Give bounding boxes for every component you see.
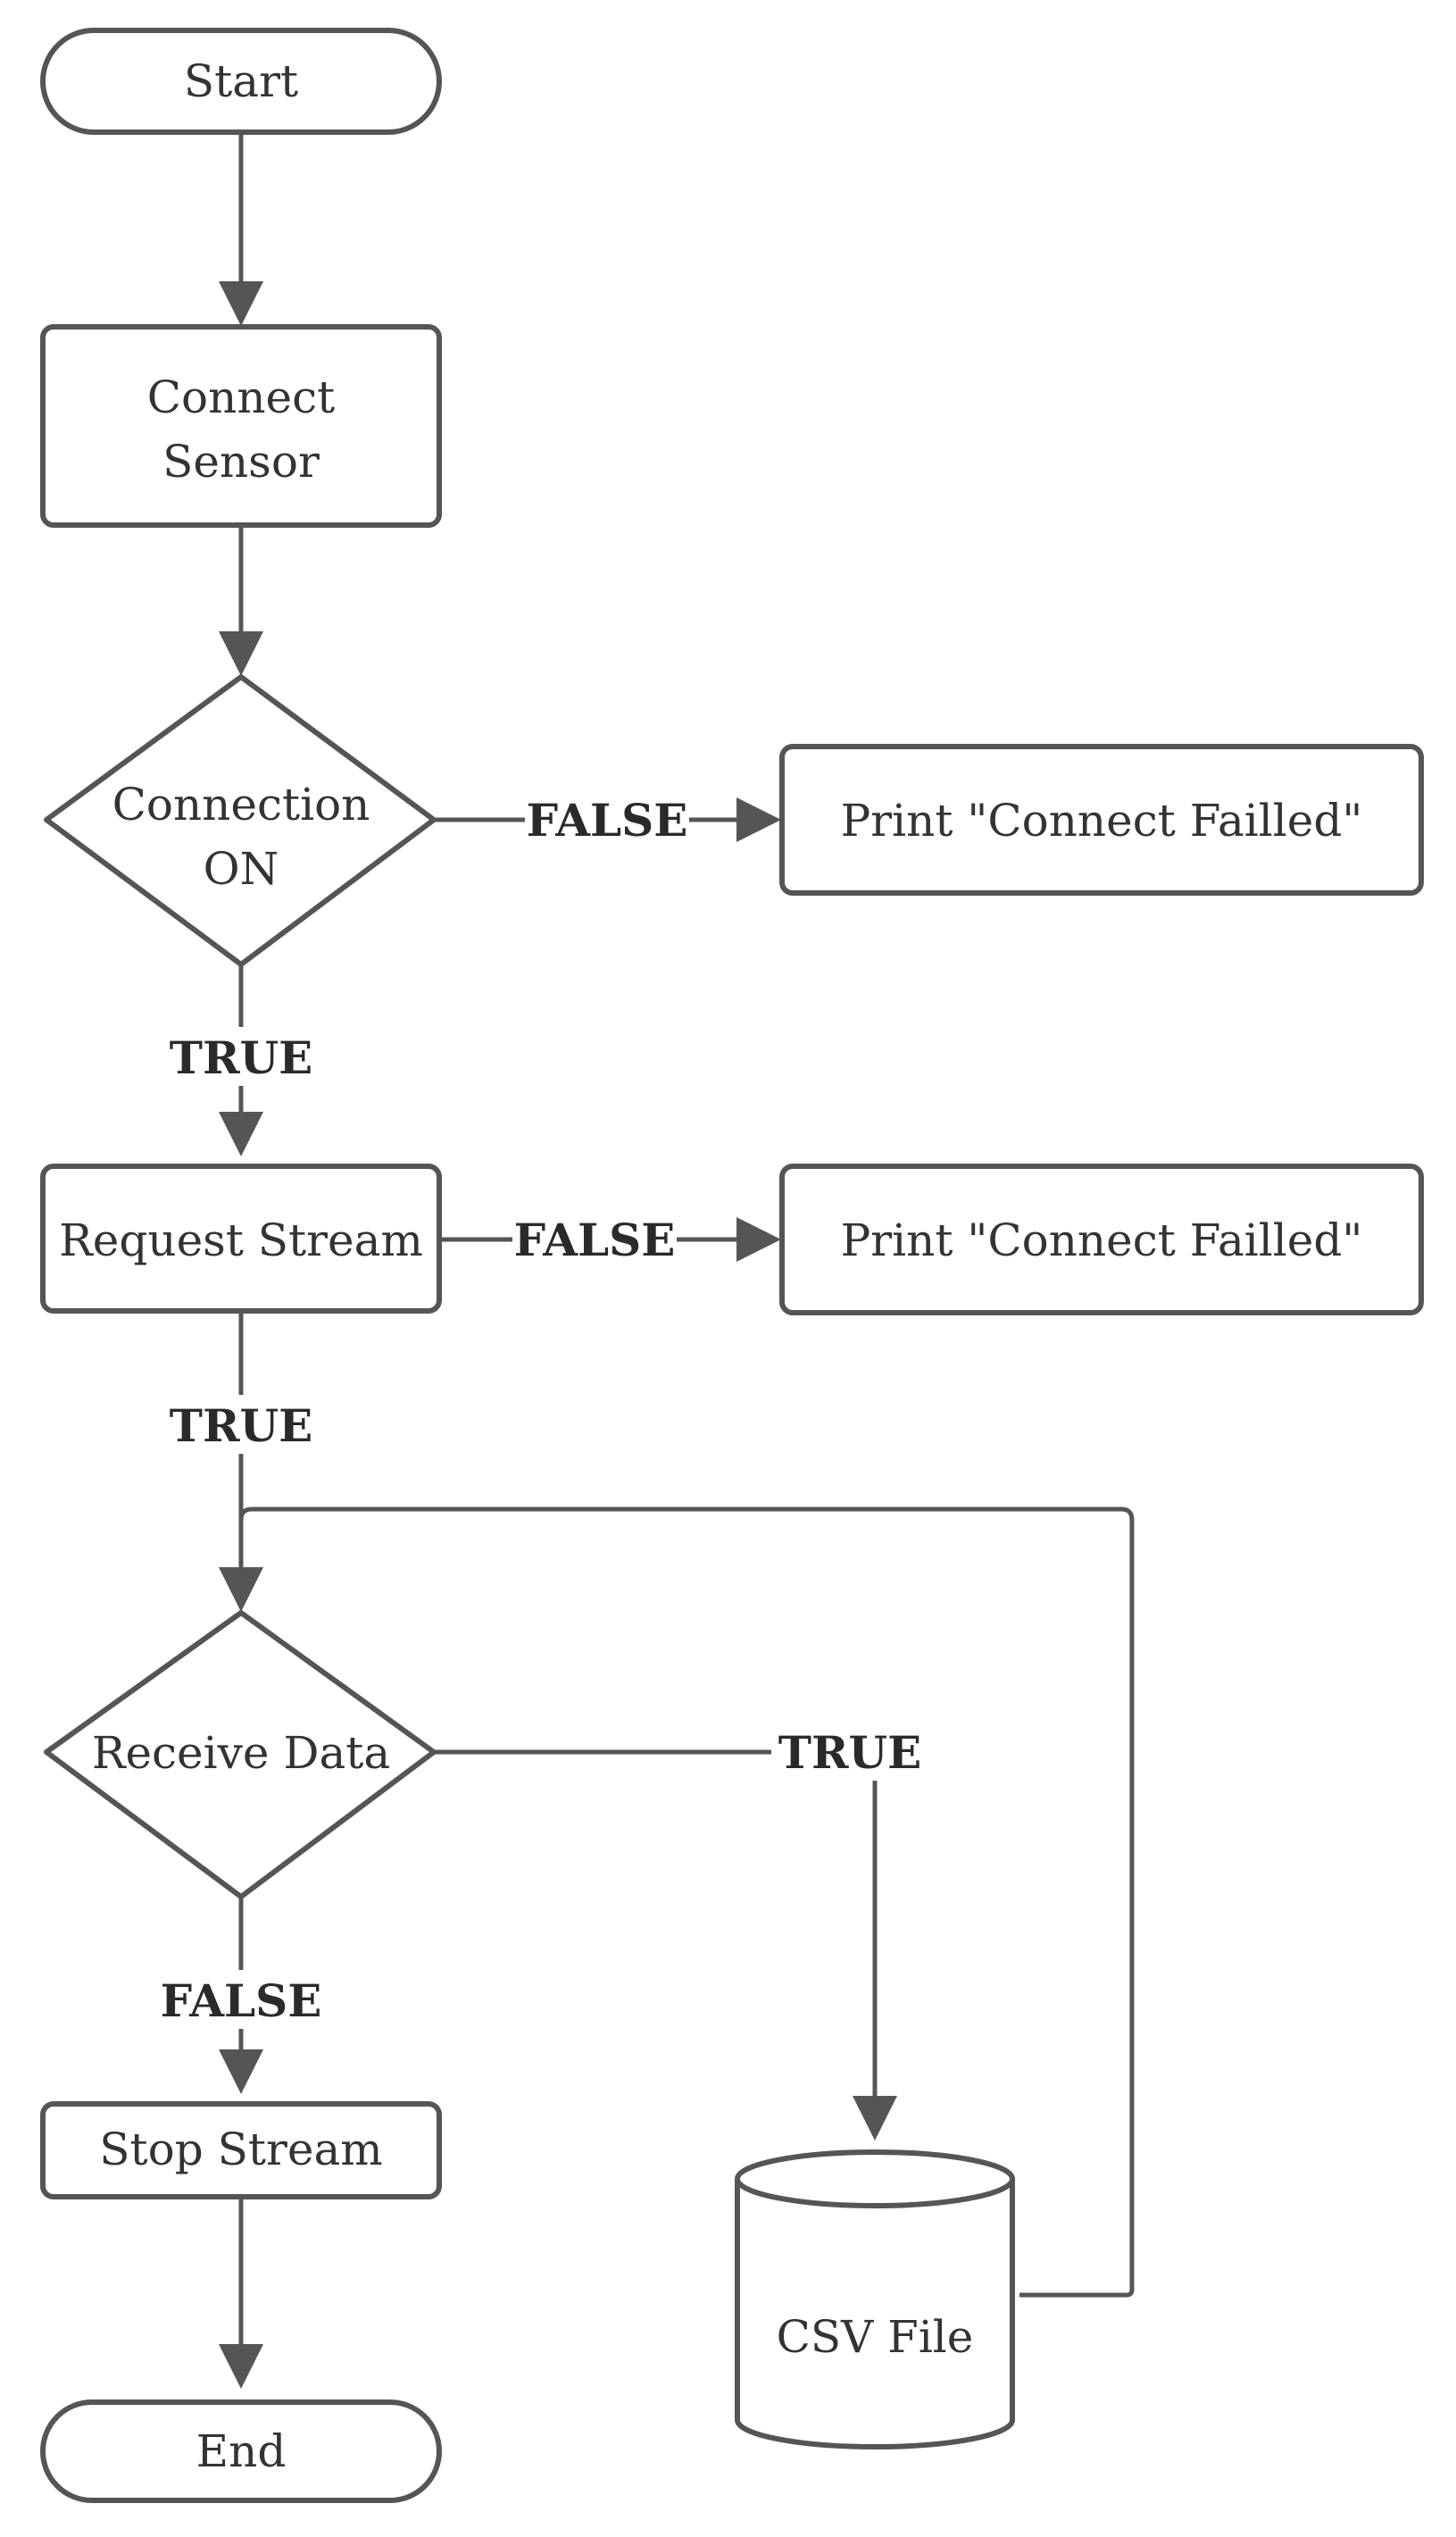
- process-shape: [40, 2101, 442, 2199]
- node-csv-file: CSV File: [735, 2149, 1015, 2449]
- svg-text:ON: ON: [204, 843, 279, 895]
- node-connection-on: Connection ON: [44, 674, 437, 967]
- node-request-stream-label: Request Stream: [59, 1214, 423, 1266]
- node-print-failed-2: Print "Connect Failled": [779, 1164, 1424, 1315]
- process-shape: [779, 1164, 1424, 1315]
- node-connect-sensor: Connect Sensor: [40, 324, 442, 528]
- terminator-shape: [40, 28, 442, 135]
- node-end-label: End: [196, 2425, 287, 2477]
- node-connect-sensor-line-2: Sensor: [162, 436, 320, 488]
- node-print-failed-1-label: Print "Connect Failled": [841, 795, 1363, 847]
- svg-text:Sensor: Sensor: [162, 436, 320, 488]
- terminator-shape: [40, 2399, 442, 2503]
- node-start-label: Start: [184, 55, 298, 107]
- node-connect-sensor-line-1: Connect: [147, 371, 335, 423]
- edge-label-receive-false: FALSE: [161, 1974, 322, 2027]
- node-print-failed-1: Print "Connect Failled": [779, 744, 1424, 896]
- svg-text:Connection: Connection: [112, 779, 370, 830]
- process-shape: [779, 744, 1424, 896]
- edge-label-connection-true: TRUE: [170, 1031, 312, 1084]
- node-connection-on-line-1: Connection: [112, 779, 370, 830]
- edge-labels: FALSE TRUE FALSE TRUE TRUE FALSE: [159, 789, 928, 2029]
- node-csv-file-label: CSV File: [777, 2311, 974, 2363]
- edge-label-request-false: FALSE: [514, 1214, 676, 1266]
- node-receive-data: Receive Data: [44, 1610, 437, 1899]
- svg-text:Connect: Connect: [147, 371, 335, 423]
- process-shape: [40, 324, 442, 528]
- decision-shape: [44, 674, 437, 967]
- node-stop-stream-label: Stop Stream: [99, 2124, 382, 2175]
- edge-label-connection-false: FALSE: [527, 794, 688, 847]
- edge-label-receive-true: TRUE: [778, 1726, 921, 1779]
- node-stop-stream: Stop Stream: [40, 2101, 442, 2199]
- node-start: Start: [40, 28, 442, 135]
- loop-csv-to-receive: [238, 1506, 1135, 2298]
- node-end: End: [40, 2399, 442, 2503]
- edge-label-request-true: TRUE: [170, 1399, 312, 1452]
- process-shape: [40, 1164, 442, 1314]
- arrow-receive-true: [434, 1749, 897, 2141]
- decision-shape: [44, 1610, 437, 1899]
- node-print-failed-2-label: Print "Connect Failled": [841, 1214, 1363, 1266]
- node-request-stream: Request Stream: [40, 1164, 442, 1314]
- node-connection-on-line-2: ON: [204, 843, 279, 895]
- database-shape: [735, 2179, 1015, 2449]
- node-receive-data-label: Receive Data: [92, 1727, 390, 1779]
- database-top-shape: [735, 2149, 1015, 2208]
